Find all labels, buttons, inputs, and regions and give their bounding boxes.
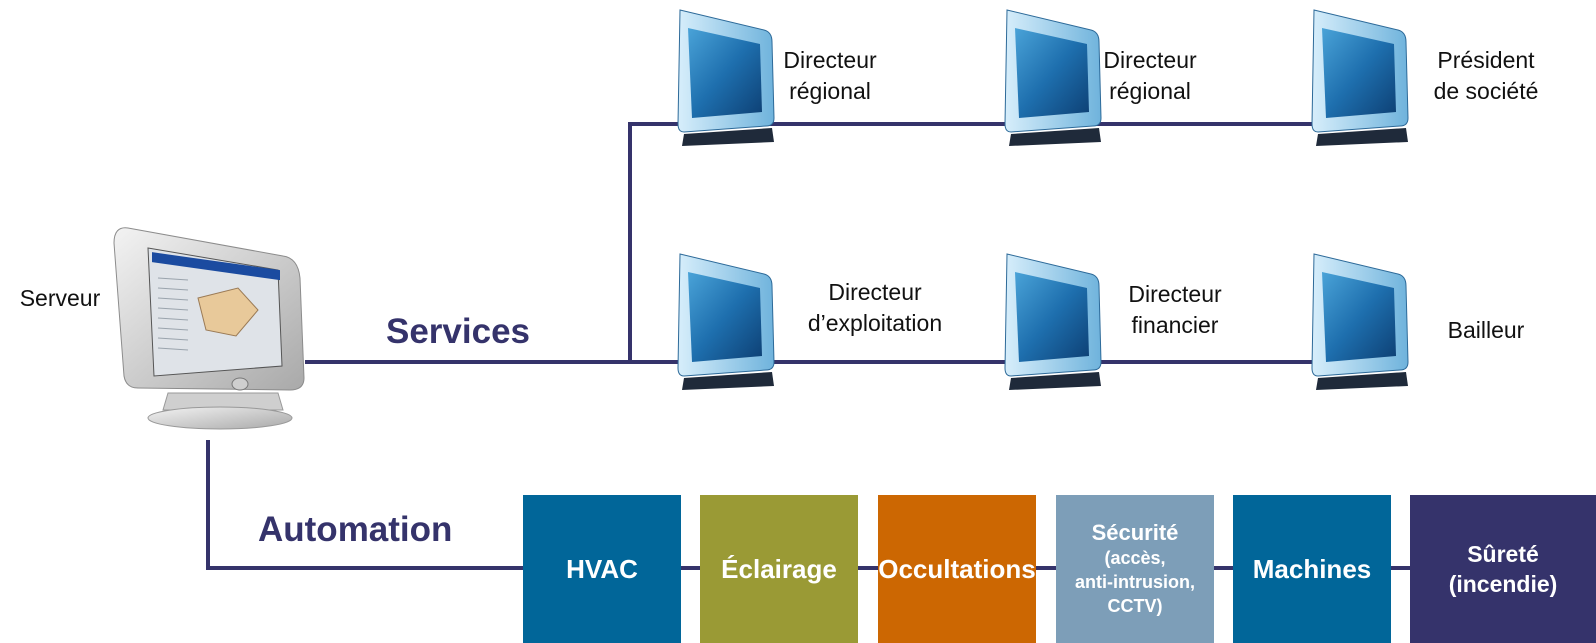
subsystem-surete: Sûreté (incendie) — [1410, 495, 1596, 643]
workstation-monitor-4 — [676, 252, 776, 395]
subsystem-machines: Machines — [1233, 495, 1391, 643]
subsystem-title: Machines — [1252, 554, 1372, 584]
workstation-monitor-1 — [676, 8, 776, 151]
subsystem-occultations: Occultations — [878, 495, 1036, 643]
subsystem-title: Occultations — [878, 554, 1036, 584]
subsystem-title: Sécurité — [1091, 520, 1179, 545]
subsystem-detail: (accès, anti-intrusion, CCTV) — [1075, 548, 1195, 616]
subsystem-title: Éclairage — [721, 554, 837, 584]
monitor-icon — [677, 9, 775, 146]
subsystem-title: Sûreté (incendie) — [1448, 541, 1558, 597]
workstation-label-1: Directeur régional — [783, 47, 877, 104]
monitor-icon — [1004, 253, 1102, 390]
workstation-label-6: Bailleur — [1447, 317, 1525, 343]
services-bus-label: Services — [386, 312, 531, 351]
server-computer — [108, 218, 308, 433]
monitor-icon — [677, 253, 775, 390]
server-monitor-icon — [113, 227, 305, 430]
server-label: Serveur — [19, 285, 101, 311]
subsystem-hvac: HVAC — [523, 495, 681, 643]
workstation-label-3: Président de société — [1433, 47, 1539, 104]
workstation-label-5: Directeur financier — [1128, 281, 1222, 338]
workstation-monitor-3 — [1310, 8, 1410, 151]
subsystem-eclairage: Éclairage — [700, 495, 858, 643]
monitor-icon — [1004, 9, 1102, 146]
monitor-icon — [1311, 253, 1409, 390]
workstation-label-4: Directeur d’exploitation — [807, 279, 943, 336]
automation-bus-label: Automation — [258, 510, 453, 549]
workstation-monitor-5 — [1003, 252, 1103, 395]
workstation-label-2: Directeur régional — [1103, 47, 1197, 104]
workstation-monitor-6 — [1310, 252, 1410, 395]
subsystem-securite: Sécurité (accès, anti-intrusion, CCTV) — [1056, 495, 1214, 643]
monitor-icon — [1311, 9, 1409, 146]
workstation-monitor-2 — [1003, 8, 1103, 151]
subsystem-title: HVAC — [566, 554, 638, 584]
